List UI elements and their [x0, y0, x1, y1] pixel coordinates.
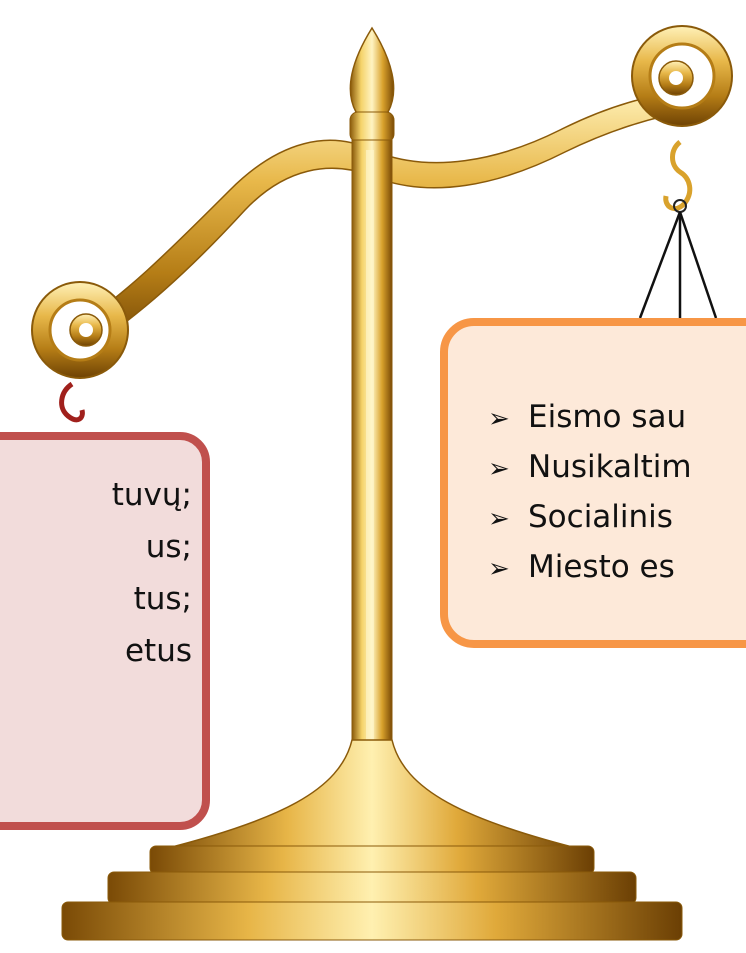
right-card: ➢ Eismo sau ➢ Nusikaltim ➢ Socialinis ➢ Mies… — [440, 318, 746, 648]
arrow-bullet-icon: ➢ — [488, 504, 510, 534]
right-string-left — [638, 211, 682, 319]
right-card-item-text: Eismo sau — [528, 399, 687, 435]
left-card-line: etus — [124, 633, 192, 669]
left-card-line: tus; — [133, 581, 192, 617]
left-scroll-ornament — [31, 281, 129, 379]
right-string-right — [678, 211, 718, 319]
arrow-bullet-icon: ➢ — [488, 404, 510, 434]
base-tier-3 — [61, 901, 683, 941]
right-scroll-ornament — [631, 25, 733, 127]
right-hook — [663, 140, 693, 211]
left-card-line: tuvų; — [111, 477, 192, 513]
pillar-cap — [349, 111, 395, 143]
pillar-highlight — [366, 150, 374, 750]
left-card: tuvų; us; tus; etus — [0, 432, 210, 830]
left-card-line: us; — [145, 529, 192, 565]
right-card-item: ➢ Socialinis — [488, 502, 673, 533]
left-hook — [59, 381, 85, 423]
right-card-item-text: Socialinis — [528, 499, 673, 535]
base-tier-1 — [149, 845, 595, 875]
arrow-bullet-icon: ➢ — [488, 454, 510, 484]
arrow-bullet-icon: ➢ — [488, 554, 510, 584]
right-card-item-text: Miesto es — [528, 549, 675, 585]
right-card-item: ➢ Eismo sau — [488, 402, 686, 433]
finial-ornament — [349, 26, 395, 122]
base-neck — [159, 739, 585, 851]
right-card-item: ➢ Miesto es — [488, 552, 675, 583]
base-tier-2 — [107, 871, 637, 905]
right-card-item: ➢ Nusikaltim — [488, 452, 692, 483]
right-card-item-text: Nusikaltim — [528, 449, 692, 485]
